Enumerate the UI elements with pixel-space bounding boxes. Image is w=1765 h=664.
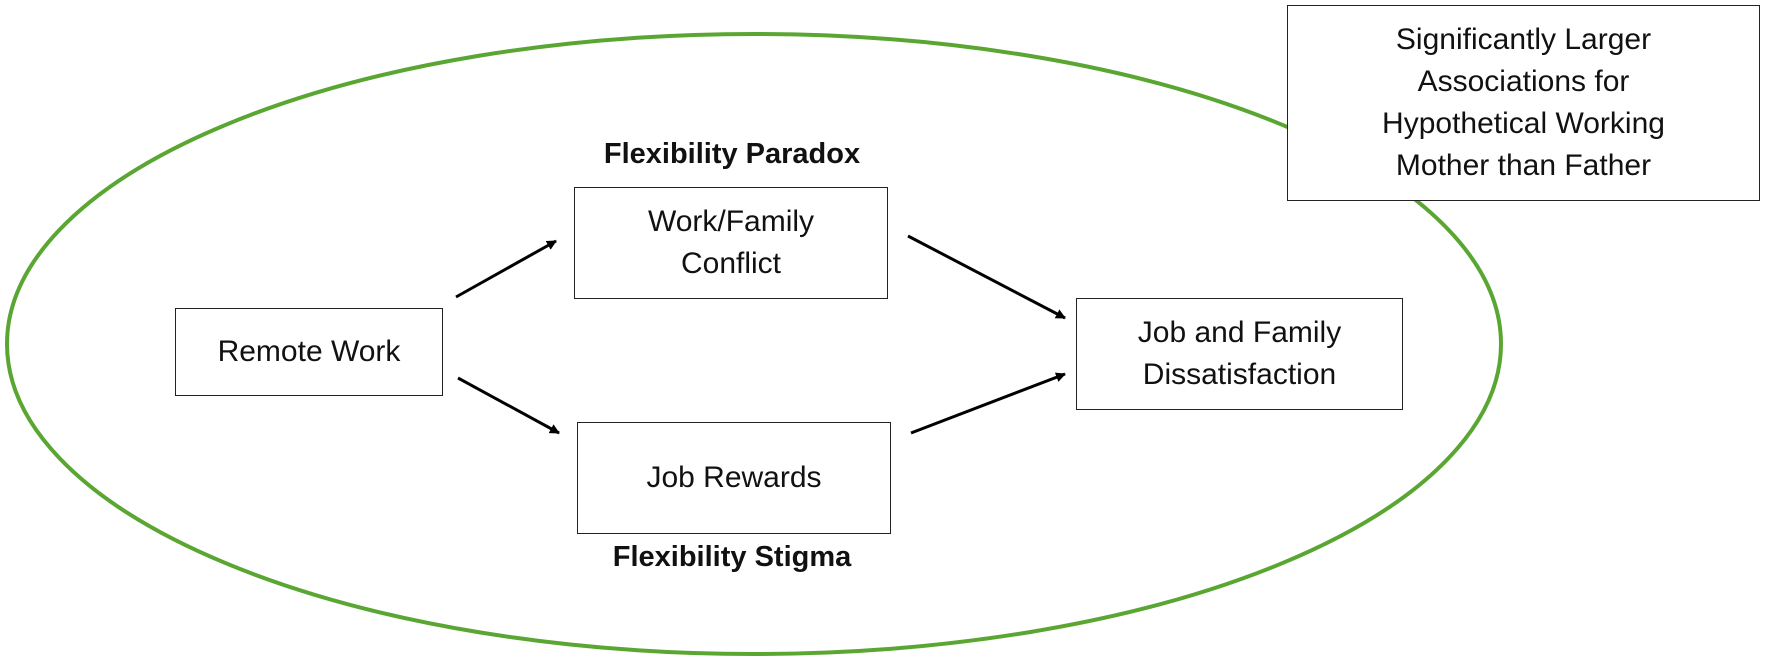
node-job-family-dissatisfaction: Job and Family Dissatisfaction <box>1076 298 1403 410</box>
node-remote-work: Remote Work <box>175 308 443 396</box>
node-work-family-conflict: Work/Family Conflict <box>574 187 888 299</box>
arrow-rewards-to-outcome <box>910 372 1066 435</box>
node-outcome-line2: Dissatisfaction <box>1142 358 1337 391</box>
moderation-note-line3: Hypothetical Working <box>1382 107 1665 140</box>
node-work-family-conflict-line2: Conflict <box>680 247 782 280</box>
node-remote-work-text: Remote Work <box>217 335 401 368</box>
moderation-note-line2: Associations for <box>1417 65 1630 98</box>
node-job-rewards: Job Rewards <box>577 422 891 534</box>
arrow-conflict-to-outcome <box>907 234 1066 320</box>
node-job-rewards-text: Job Rewards <box>646 461 822 494</box>
moderation-note-box: Significantly Larger Associations for Hy… <box>1287 5 1760 201</box>
flexibility-stigma-label: Flexibility Stigma <box>612 541 852 573</box>
node-outcome-line1: Job and Family <box>1137 316 1342 349</box>
moderation-note-line4: Mother than Father <box>1395 149 1652 182</box>
arrow-remote-to-rewards <box>457 376 560 435</box>
arrow-remote-to-conflict <box>455 239 557 299</box>
moderation-ellipse <box>5 32 1503 656</box>
node-work-family-conflict-line1: Work/Family <box>647 205 815 238</box>
moderation-note-line1: Significantly Larger <box>1395 23 1652 56</box>
flexibility-paradox-label: Flexibility Paradox <box>603 138 861 170</box>
